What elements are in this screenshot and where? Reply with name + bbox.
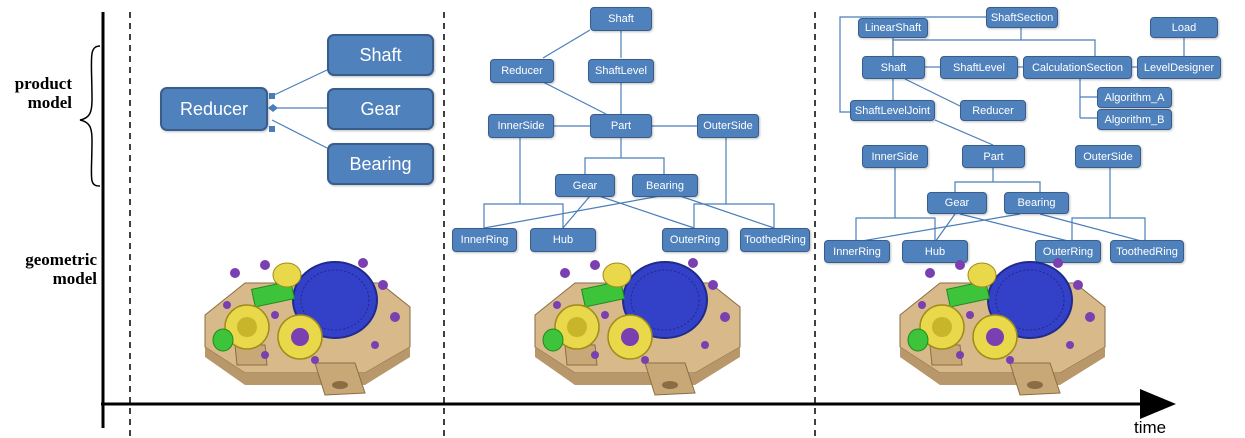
- stage2-toothedring-node[interactable]: ToothedRing: [740, 228, 810, 252]
- stage2-bearing-node[interactable]: Bearing: [632, 174, 698, 197]
- stage2-edges: [483, 29, 775, 229]
- stage3-shaftsection-node[interactable]: ShaftSection: [986, 7, 1058, 28]
- stage2-innerring-node[interactable]: InnerRing: [452, 228, 517, 252]
- stage3-algorithm-a-node[interactable]: Algorithm_A: [1097, 87, 1172, 108]
- stage3-algorithm-b-node[interactable]: Algorithm_B: [1097, 109, 1172, 130]
- stage1-shaft-node[interactable]: Shaft: [327, 34, 434, 76]
- geometric-model-label-line1: geometric: [25, 250, 97, 269]
- stage2-gearbox-image: [534, 257, 741, 396]
- stage3-innerside-node[interactable]: InnerSide: [862, 145, 928, 168]
- stage3-shaft-node[interactable]: Shaft: [862, 56, 925, 79]
- stage1-gear-node[interactable]: Gear: [327, 88, 434, 130]
- time-axis-label: time: [1134, 418, 1167, 437]
- stage2-hub-node[interactable]: Hub: [530, 228, 596, 252]
- stage3-bearing-node[interactable]: Bearing: [1004, 192, 1069, 214]
- stage2-reducer-node[interactable]: Reducer: [490, 59, 554, 83]
- stage3-reducer-node[interactable]: Reducer: [960, 100, 1026, 121]
- stage2-shaftlevel-node[interactable]: ShaftLevel: [588, 59, 654, 83]
- stage3-hub-node[interactable]: Hub: [902, 240, 968, 263]
- stage3-shaftlevel-node[interactable]: ShaftLevel: [940, 56, 1018, 79]
- stage1-reducer-node[interactable]: Reducer: [160, 87, 268, 131]
- product-model-label: product model: [8, 74, 72, 112]
- stage2-gear-node[interactable]: Gear: [555, 174, 615, 197]
- stage2-outerring-node[interactable]: OuterRing: [662, 228, 728, 252]
- stage3-leveldesigner-node[interactable]: LevelDesigner: [1137, 56, 1221, 79]
- stage3-toothedring-node[interactable]: ToothedRing: [1110, 240, 1184, 263]
- stage1-gearbox-image: [204, 257, 411, 396]
- stage3-part-node[interactable]: Part: [962, 145, 1025, 168]
- stage1-bearing-node[interactable]: Bearing: [327, 143, 434, 185]
- geometric-model-label: geometric model: [4, 250, 97, 288]
- stage1-edges: [268, 69, 328, 149]
- product-model-label-line1: product: [14, 74, 72, 93]
- stage3-outerside-node[interactable]: OuterSide: [1075, 145, 1141, 168]
- stage2-innerside-node[interactable]: InnerSide: [488, 114, 554, 138]
- stage3-gearbox-image: [899, 257, 1106, 396]
- geometric-model-label-line2: model: [52, 269, 97, 288]
- stage3-gear-node[interactable]: Gear: [927, 192, 987, 214]
- stage2-part-node[interactable]: Part: [590, 114, 652, 138]
- product-model-label-line2: model: [27, 93, 72, 112]
- stage3-calculationsection-node[interactable]: CalculationSection: [1023, 56, 1132, 79]
- stage2-outerside-node[interactable]: OuterSide: [697, 114, 759, 138]
- stage3-load-node[interactable]: Load: [1150, 17, 1218, 38]
- product-model-brace: [79, 45, 101, 187]
- stage3-edges: [839, 16, 1185, 243]
- stage3-outerring-node[interactable]: OuterRing: [1035, 240, 1101, 263]
- stage3-shaftleveljoint-node[interactable]: ShaftLevelJoint: [850, 100, 935, 121]
- stage2-shaft-node[interactable]: Shaft: [590, 7, 652, 31]
- stage3-linearshaft-node[interactable]: LinearShaft: [858, 18, 928, 38]
- stage3-innerring-node[interactable]: InnerRing: [824, 240, 890, 263]
